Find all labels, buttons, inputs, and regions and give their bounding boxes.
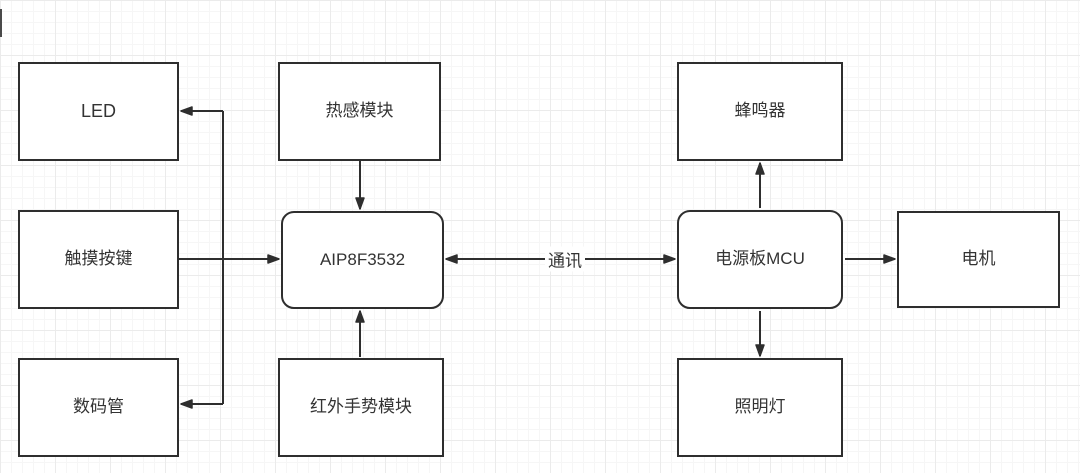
node-led-label: LED <box>80 100 116 121</box>
node-ir-gesture-module: 红外手势模块 <box>278 358 444 457</box>
node-digit-display-label: 数码管 <box>73 397 124 417</box>
node-motor-label: 电机 <box>961 249 996 269</box>
node-buzzer-label: 蜂鸣器 <box>734 101 786 121</box>
node-lamp-label: 照明灯 <box>734 397 786 417</box>
node-lamp: 照明灯 <box>677 358 843 457</box>
node-power-board-mcu-label: 电源板MCU <box>715 249 805 269</box>
node-buzzer: 蜂鸣器 <box>677 62 843 161</box>
node-led: LED <box>18 62 179 161</box>
node-digit-display: 数码管 <box>18 358 179 457</box>
node-power-board-mcu: 电源板MCU <box>677 210 843 309</box>
node-touch-keys-label: 触摸按键 <box>64 249 133 269</box>
screenshot-edge-artifact <box>0 9 2 37</box>
node-heat-module: 热感模块 <box>278 62 441 161</box>
node-ir-gesture-module-label: 红外手势模块 <box>310 397 412 417</box>
node-aip-mcu-label: AIP8F3532 <box>319 249 406 269</box>
node-motor: 电机 <box>897 211 1060 308</box>
node-aip-mcu: AIP8F3532 <box>281 211 444 309</box>
node-touch-keys: 触摸按键 <box>18 210 179 309</box>
node-heat-module-label: 热感模块 <box>325 101 394 121</box>
edge-label-comm: 通讯 <box>545 246 585 272</box>
